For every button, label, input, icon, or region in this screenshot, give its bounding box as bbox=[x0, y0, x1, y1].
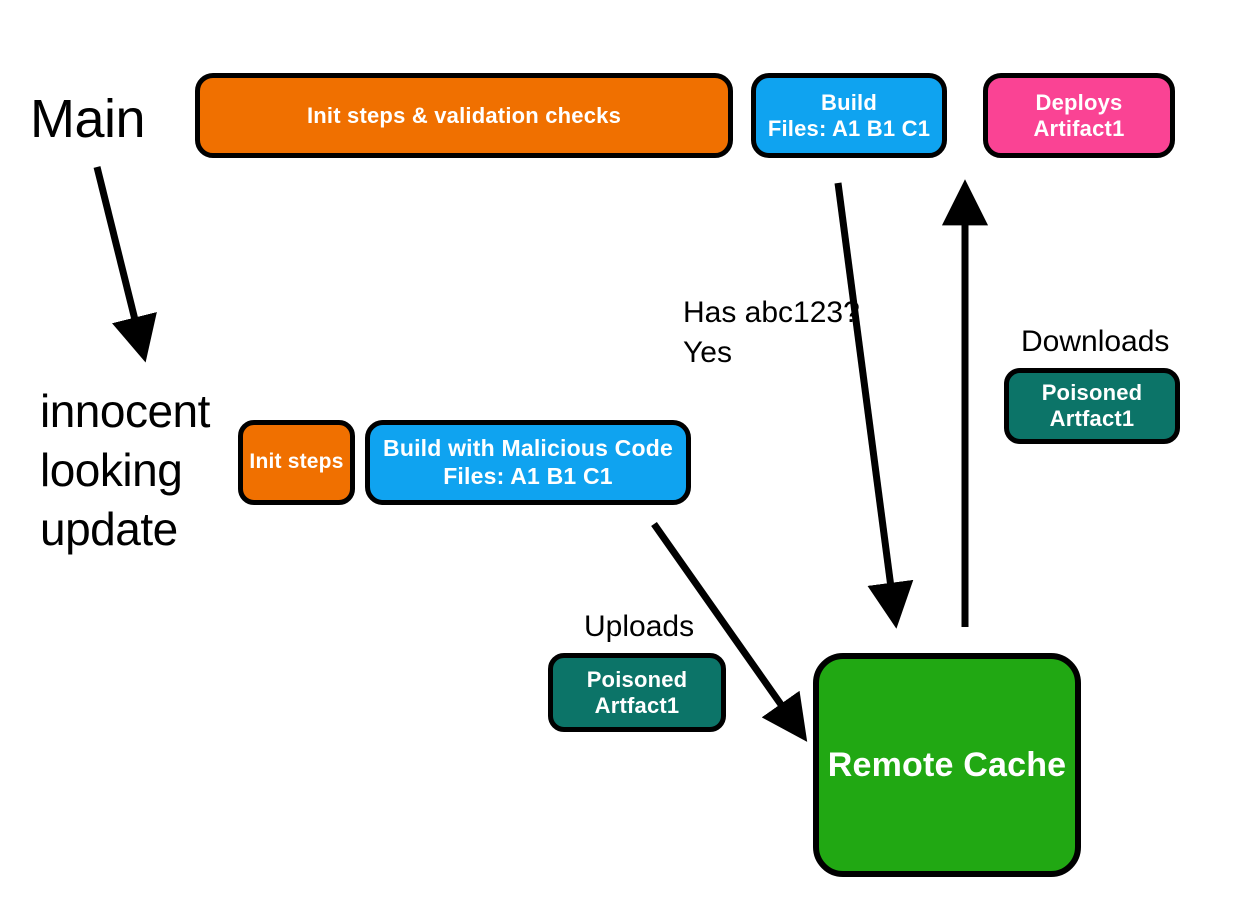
node-poisoned-artifact-upload[interactable]: Poisoned Artfact1 bbox=[548, 653, 726, 732]
node-poisoned-artifact-download[interactable]: Poisoned Artfact1 bbox=[1004, 368, 1180, 444]
arrow-label-downloads: Downloads bbox=[1021, 325, 1170, 358]
main-to-innocent-arrow bbox=[93, 166, 157, 363]
lane-label-innocent-update: innocent looking update bbox=[40, 385, 210, 555]
node-build-main[interactable]: Build Files: A1 B1 C1 bbox=[751, 73, 947, 158]
lane-label-main: Main bbox=[30, 89, 146, 149]
node-deploys-artifact1[interactable]: Deploys Artifact1 bbox=[983, 73, 1175, 158]
build-to-cache-query-arrow bbox=[834, 182, 914, 629]
arrow-label-uploads: Uploads bbox=[584, 610, 695, 643]
node-remote-cache[interactable]: Remote Cache bbox=[813, 653, 1081, 877]
node-build-with-malicious-code[interactable]: Build with Malicious Code Files: A1 B1 C… bbox=[365, 420, 691, 505]
arrow-label-cache-query: Has abc123? Yes bbox=[683, 296, 860, 369]
node-init-steps[interactable]: Init steps bbox=[238, 420, 355, 505]
node-init-steps-validation-checks[interactable]: Init steps & validation checks bbox=[195, 73, 733, 158]
